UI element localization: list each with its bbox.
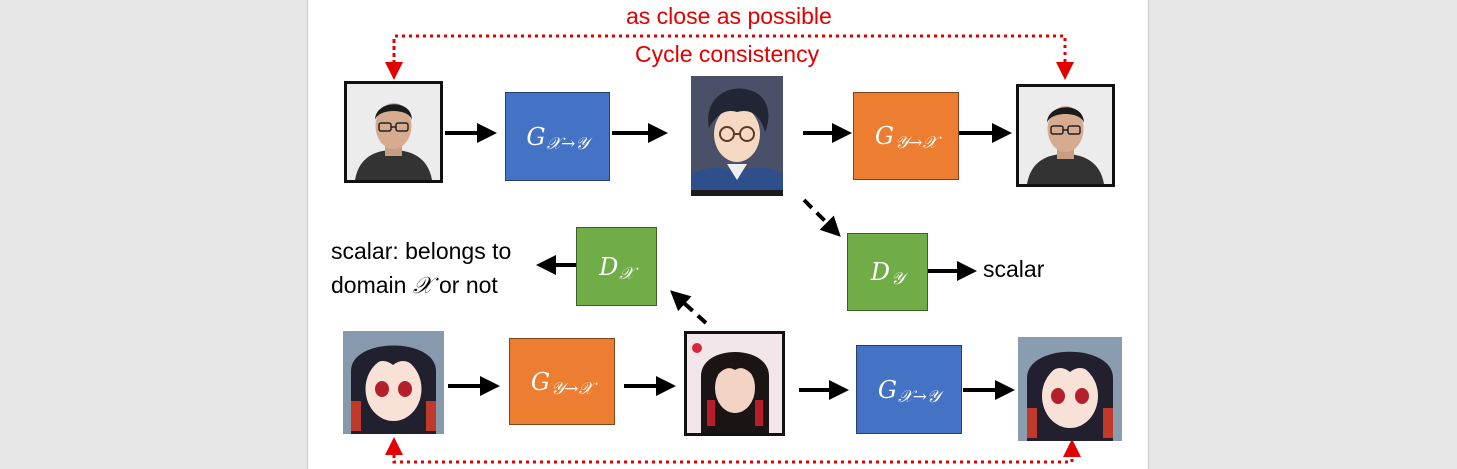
cycle-line-bottom [392,439,1081,464]
person-portrait-icon [1019,87,1112,184]
anime-boy-portrait-icon [691,76,783,196]
discriminator-x-sub: 𝒳 [619,263,634,284]
photo-real-face-input [344,81,443,183]
generator-y-to-x-top-sub: 𝒴→𝒳 [894,133,938,153]
generator-x-to-y-bottom-main: G [877,375,897,404]
discriminator-y-main: D [870,258,890,286]
photo-anime-boy-output [691,76,783,196]
photo-anime-girl-input [343,331,444,434]
arrow-dashed-to-dy [802,198,841,237]
scalar-domain-label-line2: domain 𝒳 or not [331,268,511,303]
generator-y-to-x-bottom-main: G [530,367,550,396]
generator-y-to-x-top-main: G [874,122,894,150]
scalar-domain-label: scalar: belongs to domain 𝒳 or not [331,234,511,303]
arrow-dashed-to-dx [670,290,708,325]
scalar-domain-suffix: or not [432,272,498,298]
generator-x-to-y-top-main: G [526,122,546,151]
photo-real-face-reconstructed [1016,84,1115,187]
generator-y-to-x-bottom-sub: 𝒴→𝒳 [550,378,594,399]
anime-girl-portrait-icon [1018,337,1122,441]
anime-girl-portrait-icon [343,331,444,434]
person-portrait-icon [347,84,440,180]
scalar-domain-prefix: domain [331,272,413,298]
discriminator-x-main: D [599,252,619,281]
domain-x-symbol: 𝒳 [412,273,433,299]
discriminator-y-sub: 𝒴 [890,269,905,289]
scalar-domain-label-line1: scalar: belongs to [331,238,512,264]
scalar-output-label: scalar [983,256,1045,282]
photo-real-girl-output [684,331,785,436]
real-girl-portrait-icon [687,334,782,433]
photo-anime-girl-reconstructed [1018,337,1122,441]
generator-x-to-y-top-sub: 𝒳→𝒴 [546,133,589,154]
top-label: as close as possible [626,3,832,29]
cycle-consistency-label: Cycle consistency [635,41,820,67]
generator-x-to-y-bottom-sub: 𝒳→𝒴 [897,386,941,407]
